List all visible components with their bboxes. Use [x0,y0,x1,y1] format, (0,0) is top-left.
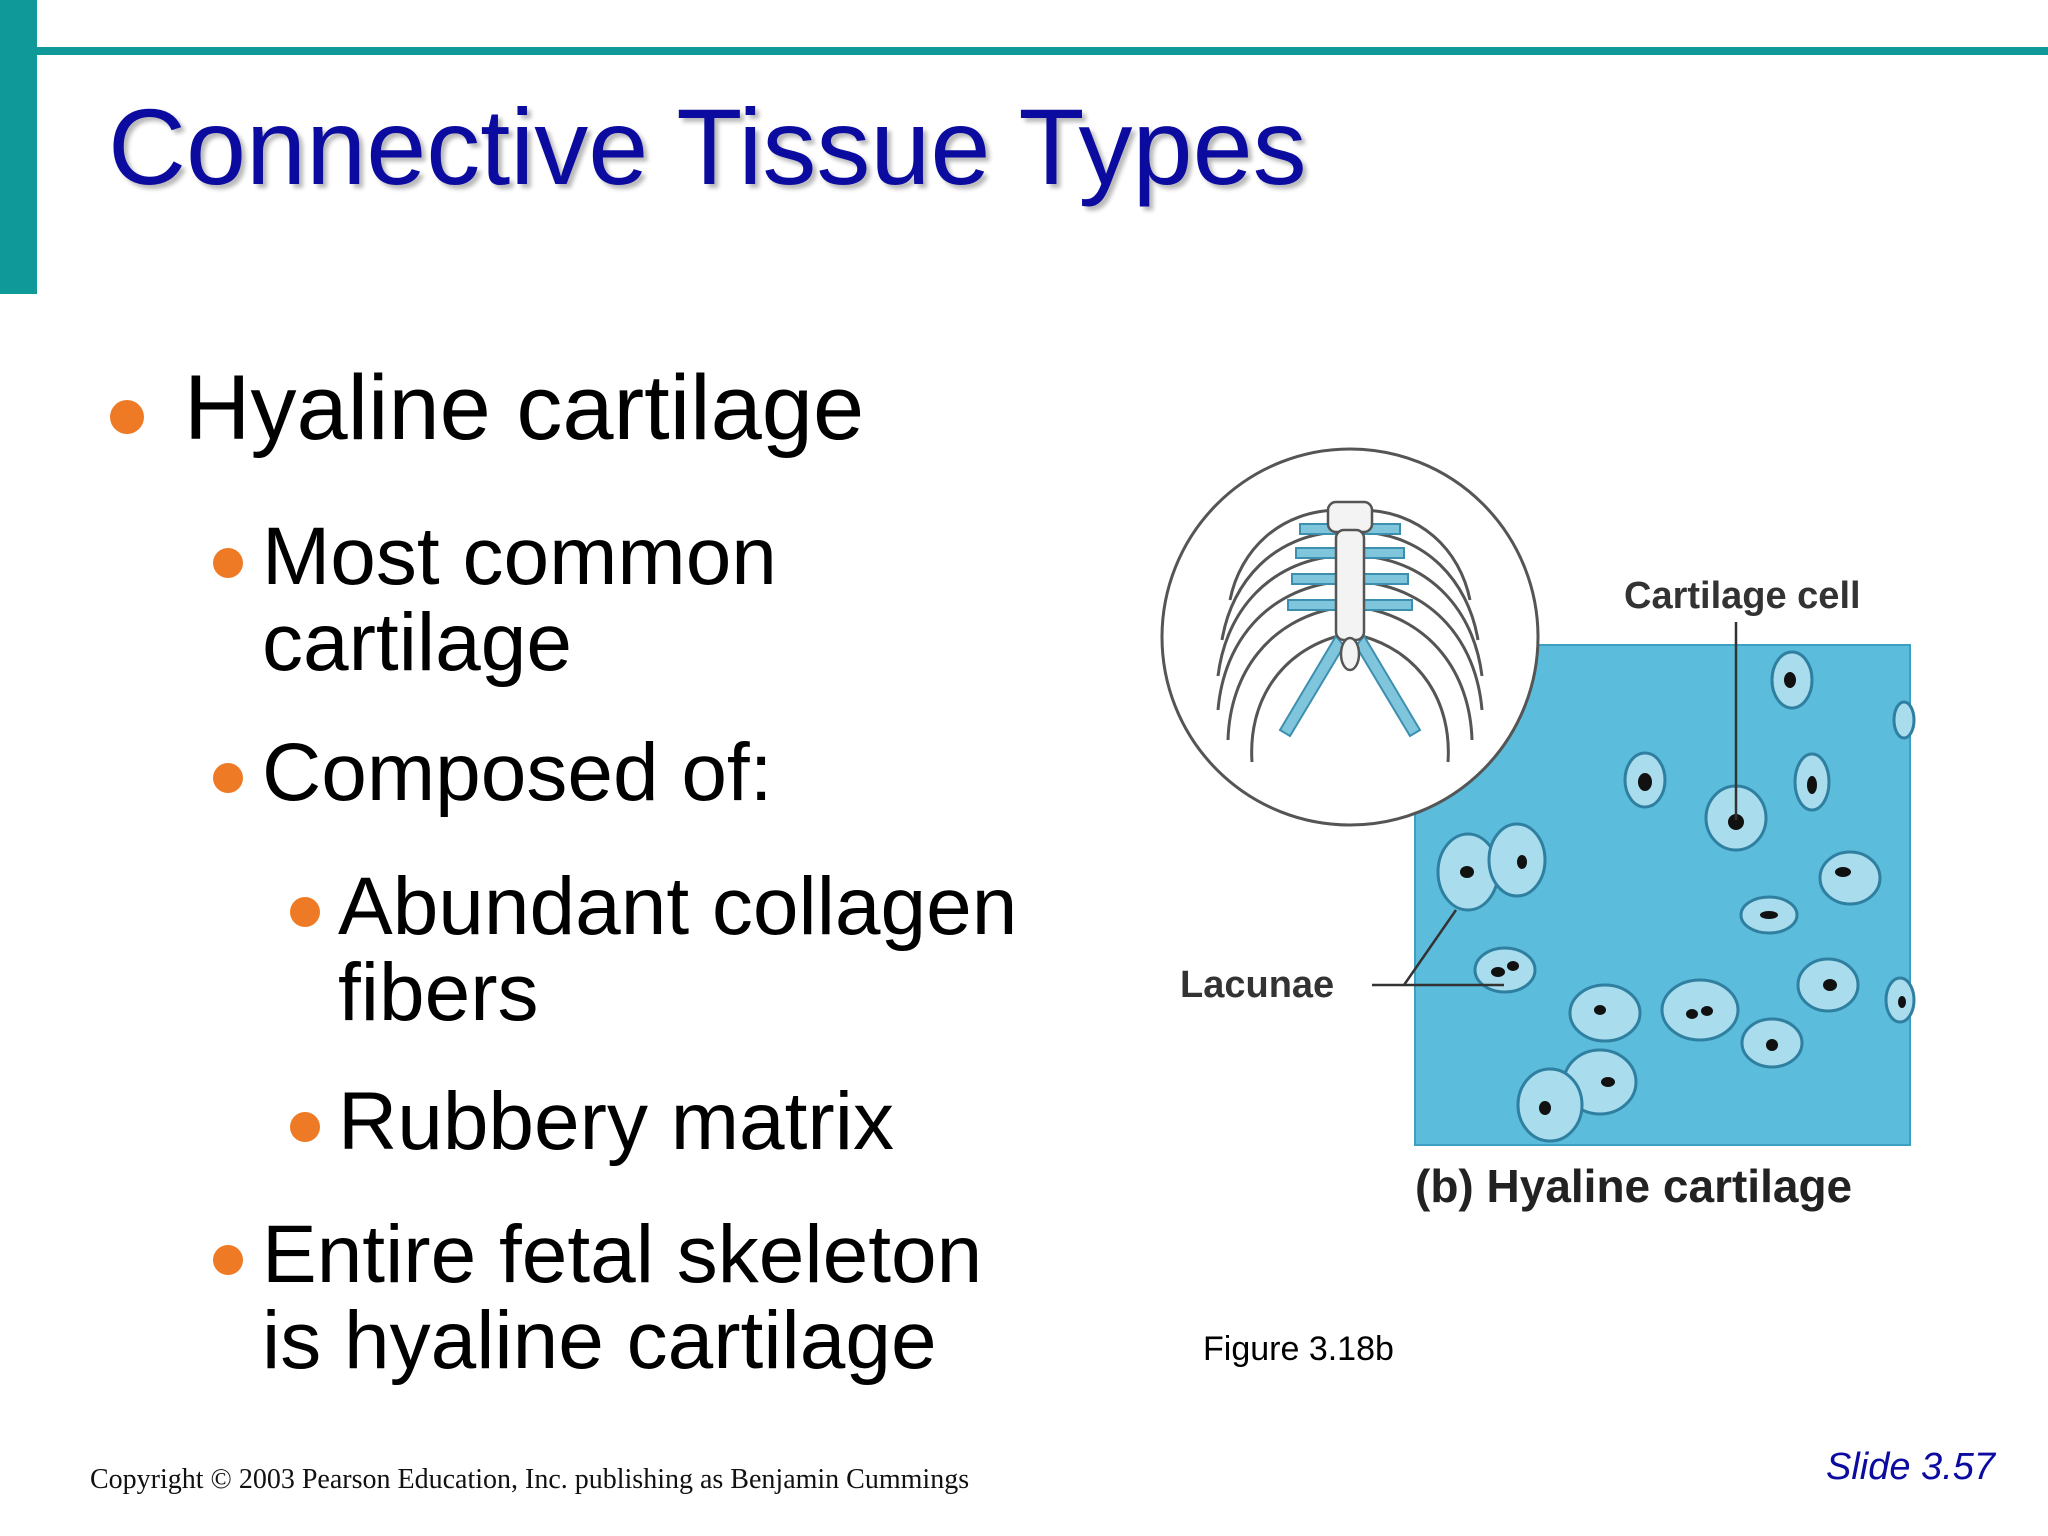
slide-number: Slide 3.57 [1826,1446,1996,1488]
bullet-hyaline-cartilage: Hyaline cartilage [184,357,865,459]
bullet-fetal-line1: Entire fetal skeleton [262,1209,983,1300]
cartilage-cell-label: Cartilage cell [1624,575,1861,617]
bullet-dot-icon [110,400,144,434]
accent-bar-vertical [0,0,37,294]
bullet-dot-icon [213,763,243,793]
bullet-most-common-line1: Most common [262,511,777,602]
bullet-composed-of: Composed of: [262,727,773,818]
bullet-fetal-line2: is hyaline cartilage [262,1295,937,1386]
copyright-notice: Copyright © 2003 Pearson Education, Inc.… [90,1464,970,1495]
figure-number: Figure 3.18b [1203,1330,1394,1368]
rib-cage-inset [1160,447,1540,827]
bullet-dot-icon [290,1112,320,1142]
bullet-rubbery-matrix: Rubbery matrix [338,1076,894,1167]
slide-title: Connective Tissue Types [108,86,1307,207]
leader-lines [1372,622,1738,987]
bullet-collagen-line2: fibers [338,947,539,1038]
figure-caption: (b) Hyaline cartilage [1415,1160,1852,1212]
bullet-collagen-line1: Abundant collagen [338,861,1018,952]
bullet-dot-icon [213,548,243,578]
lacunae-label: Lacunae [1180,964,1334,1006]
bullet-dot-icon [290,897,320,927]
accent-bar-horizontal [37,47,2048,55]
bullet-dot-icon [213,1245,243,1275]
bullet-most-common-line2: cartilage [262,597,572,688]
hyaline-cartilage-figure: Cartilage cell Lacunae (b) Hyaline carti… [1160,447,1916,1212]
